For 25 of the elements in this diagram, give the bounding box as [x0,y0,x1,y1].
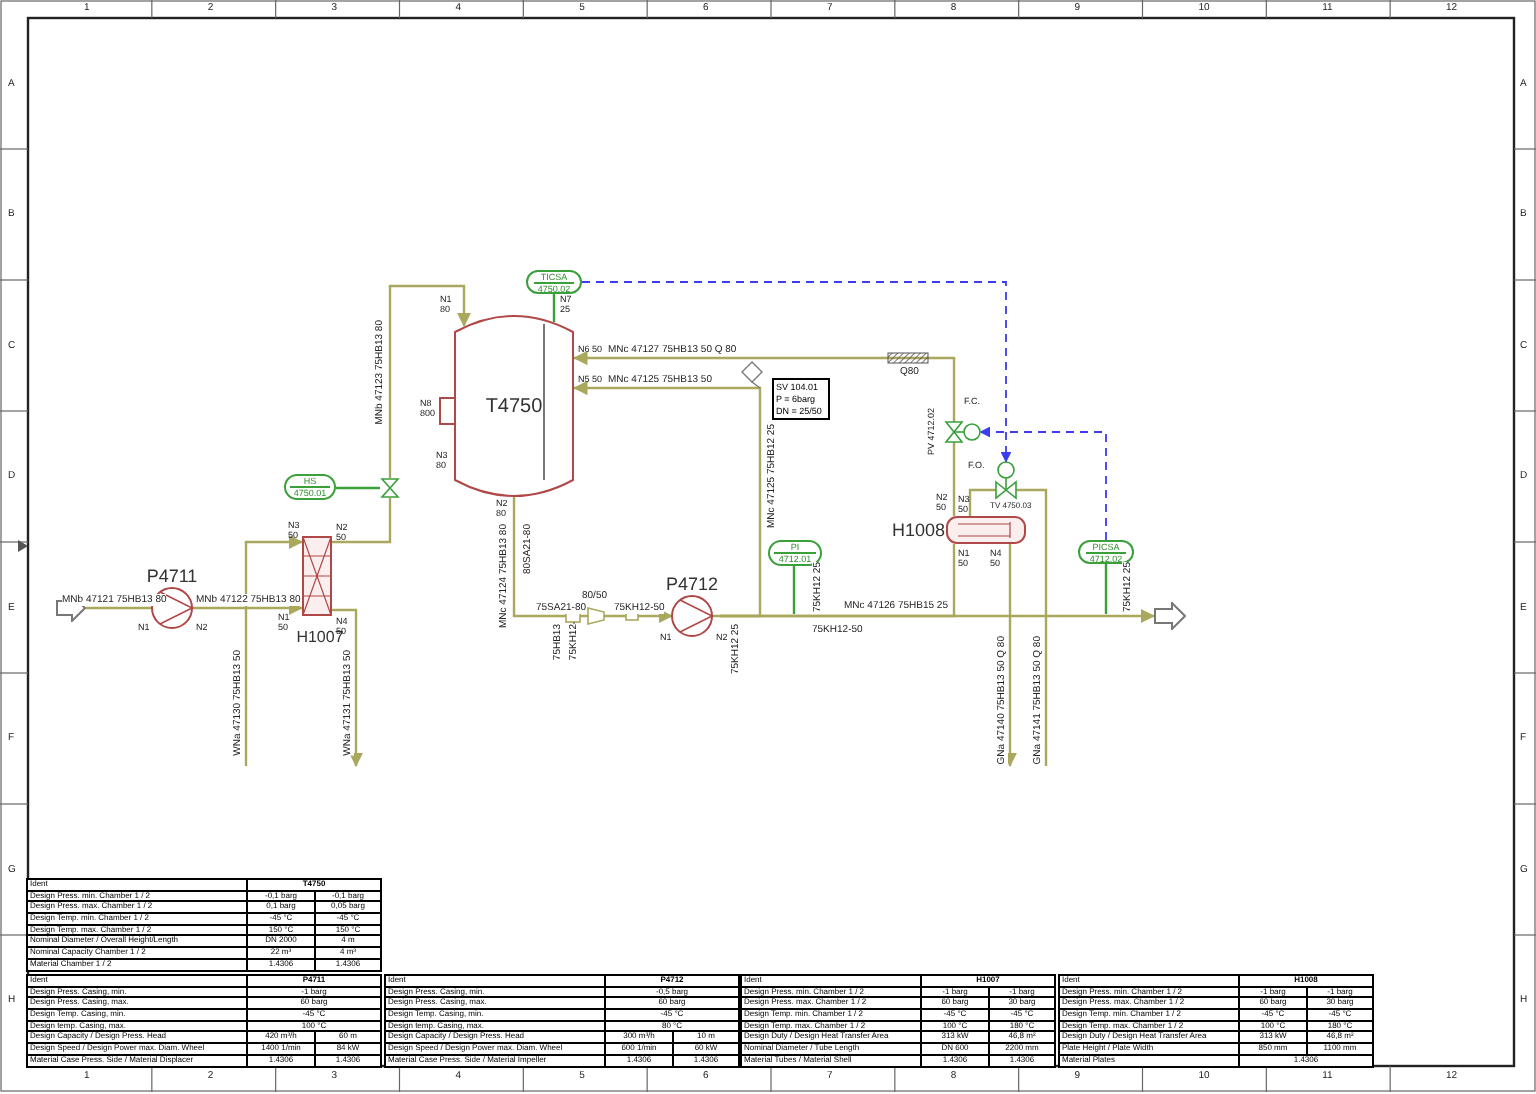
pipe-line [720,544,956,618]
flow-arrow-symbol [1154,602,1186,630]
pipe-line [336,486,380,490]
pipe-line [952,442,956,516]
signal-line [581,281,1012,463]
pipe-line [332,608,364,767]
pipe-line [968,488,996,516]
pipe-line [332,498,392,544]
vessel: T4750 [454,312,574,500]
pipe-line [792,566,796,614]
pipe-line [388,284,472,478]
pipe-line [1016,488,1048,766]
pipe-line [573,380,762,618]
plate-heat-exchanger: H1008 [892,512,1030,548]
pipe-line [244,534,303,766]
pipe-line [573,350,956,422]
pipe-line [1002,544,1018,767]
signal-line [979,426,1107,541]
hand-valve-icon [380,478,400,498]
pipe-line [512,496,673,624]
pipe-line [192,600,303,616]
pipe-line [552,294,556,322]
pipe-line [1104,564,1108,614]
pipe-line [86,606,152,610]
pipe-line [712,608,1155,624]
